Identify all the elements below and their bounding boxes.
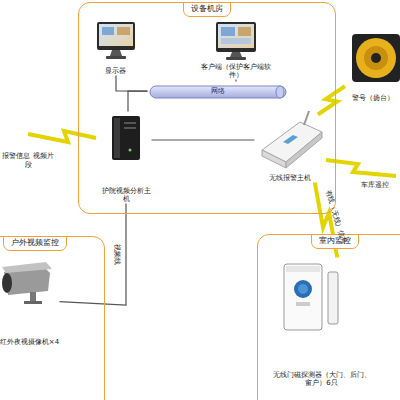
cable-line <box>116 76 148 92</box>
node-label: 警号（扬台） <box>352 94 394 103</box>
server-tower <box>112 116 140 160</box>
door-sensor-icon <box>284 264 338 330</box>
monitor-icon <box>97 22 135 59</box>
panel-heading: 户外视频监控 <box>3 236 67 251</box>
outdoor-panel: 户外视频监控红外夜视摄像机×4 <box>0 236 105 400</box>
node-label: 网络 <box>211 87 225 96</box>
edge-label: 视频线 <box>113 244 121 265</box>
alarm-host-device <box>262 111 322 168</box>
alarm-host-box: 无线报警主机 <box>255 115 325 183</box>
client-box: 客户端（保护客户端软件） <box>198 18 274 80</box>
indoor-panel: 室内监控无线门磁探测器（大门、后门、窗户）6只 <box>257 234 400 400</box>
node-label: 无线报警主机 <box>269 174 311 183</box>
siren-speaker-icon <box>352 34 400 82</box>
garage-remote-note: 车库遥控 <box>350 181 400 190</box>
siren-box: 警号（扬台） <box>345 30 400 102</box>
cable-line <box>60 204 127 306</box>
network-pipe <box>150 86 286 98</box>
node-label: 客户端（保护客户端软件） <box>198 63 274 80</box>
server-box: 护院视频分析主机 <box>102 112 152 204</box>
camera-box: 红外夜视摄像机×4 <box>0 262 60 347</box>
room-panel: 设备机房显示器 客户端（保护客户端软件） 网络护院视频分析主机 无线报警主机 <box>78 2 336 214</box>
node-label: 显示器 <box>105 67 126 76</box>
ir-camera-icon <box>2 262 52 304</box>
wireless-bolt <box>28 131 96 142</box>
client-monitor-icon <box>216 22 256 60</box>
edge-label: 有线（无线）信号 <box>324 189 348 245</box>
node-label: 无线门磁探测器（大门、后门、窗户）6只 <box>272 371 372 388</box>
panel-heading: 室内监控 <box>311 234 359 249</box>
wireless-link <box>318 86 345 114</box>
cable-line <box>235 80 236 82</box>
sensor-box: 无线门磁探测器（大门、后门、窗户）6只 <box>272 258 372 388</box>
network-bus: 网络 <box>148 82 288 102</box>
cable-line <box>128 91 148 112</box>
panel-heading: 设备机房 <box>183 2 231 17</box>
wireless-bolt <box>326 160 396 176</box>
cable-line <box>152 139 255 140</box>
node-label: 护院视频分析主机 <box>102 187 152 204</box>
alarm-clip-note: 报警信息 视频片段 <box>0 152 56 169</box>
node-label: 红外夜视摄像机×4 <box>0 338 59 347</box>
monitor-box: 显示器 <box>92 18 140 76</box>
